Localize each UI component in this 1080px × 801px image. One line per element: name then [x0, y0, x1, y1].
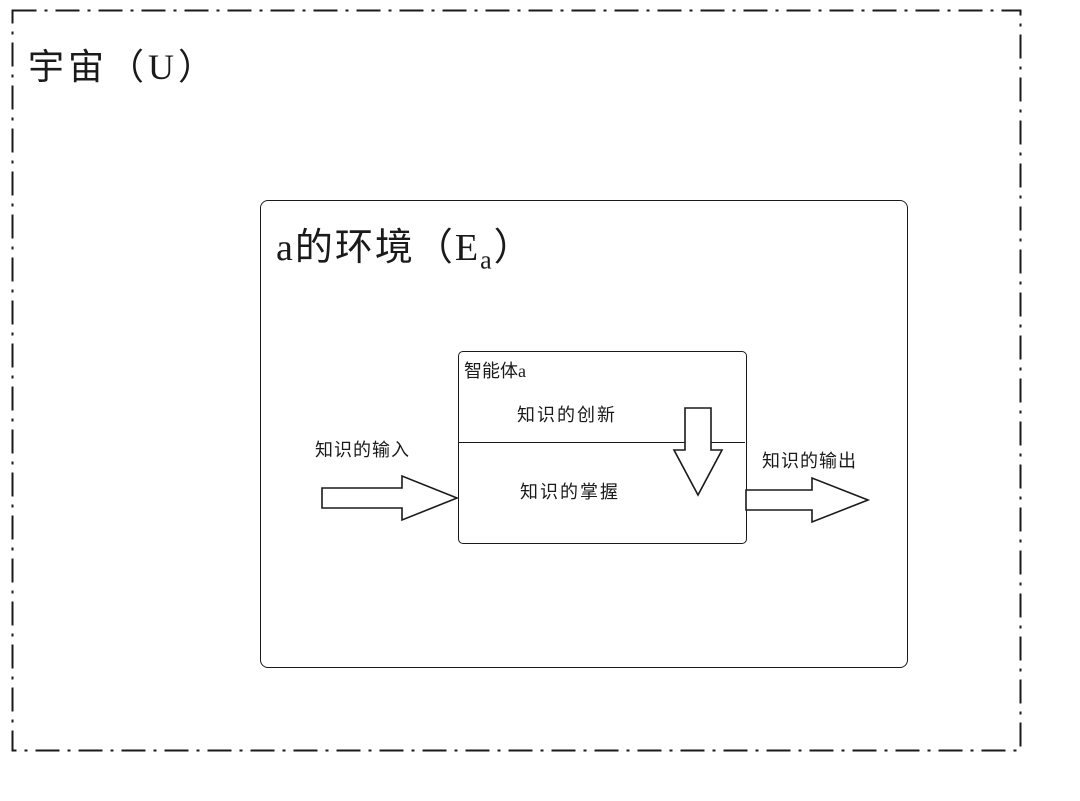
agent-box-divider	[459, 442, 745, 443]
agent-title: 智能体a	[464, 361, 526, 381]
environment-label-suffix: ）	[493, 227, 534, 269]
environment-label-subscript: a	[480, 245, 494, 275]
universe-label: 宇宙（U）	[28, 47, 218, 87]
knowledge-output-label: 知识的输出	[762, 451, 857, 471]
knowledge-innovation-label: 知识的创新	[517, 405, 617, 425]
knowledge-input-label: 知识的输入	[315, 440, 410, 460]
environment-label: a的环境（Ea）	[276, 216, 534, 273]
knowledge-mastery-label: 知识的掌握	[520, 482, 620, 502]
environment-label-prefix: a的环境（E	[276, 227, 481, 269]
